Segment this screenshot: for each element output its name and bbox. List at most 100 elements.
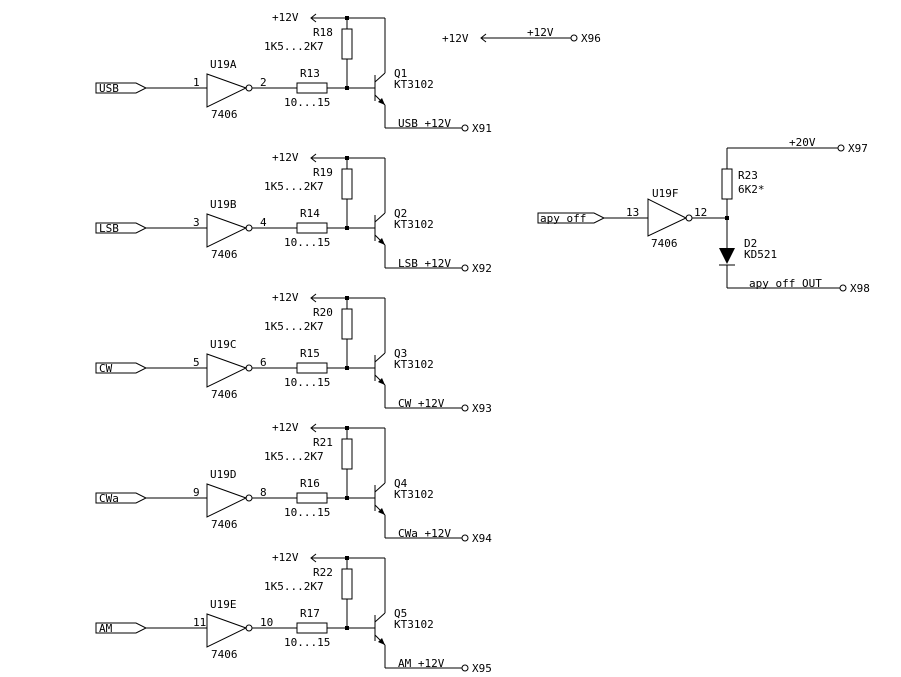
apy-port-flag[interactable] [537, 212, 606, 224]
input-port-label: USB [99, 82, 119, 95]
supply-label: +12V [272, 551, 299, 564]
output-terminal[interactable] [461, 264, 469, 272]
driver-stage-4: AM 11 U19E 7406 10 R17 10...15 R22 1K5..… [95, 551, 492, 675]
inverter-gate [206, 213, 248, 248]
input-port-label: LSB [99, 222, 119, 235]
apy-port-label: apy off [540, 212, 586, 225]
emitter-arrow [378, 98, 385, 105]
apy-output-label: apy off OUT [749, 277, 822, 290]
gate-input-pin: 11 [193, 616, 206, 629]
input-port-flag[interactable] [95, 622, 148, 634]
output-label: LSB +12V [398, 257, 451, 270]
apy-gate-output-pin: 12 [694, 206, 707, 219]
base-resistor-designator: R15 [300, 347, 320, 360]
base-resistor [296, 222, 328, 234]
transistor-type: KT3102 [394, 218, 434, 231]
transistor-designator: Q2 [394, 207, 407, 220]
junction-dot [345, 156, 349, 160]
apy-inverter-gate [647, 198, 688, 237]
power-link: +12V +12V X96 [442, 26, 601, 45]
diode-type: KD521 [744, 248, 777, 261]
apy-resistor-designator: R23 [738, 169, 758, 182]
emitter-arrow [378, 638, 385, 645]
apy-supply-terminal-label: X97 [848, 142, 868, 155]
gate-designator: U19A [210, 58, 237, 71]
emitter-arrow [378, 238, 385, 245]
output-terminal-label: X91 [472, 122, 492, 135]
input-port-flag[interactable] [95, 82, 148, 94]
supply-label: +12V [272, 421, 299, 434]
driver-stage-1: LSB 3 U19B 7406 4 R14 10...15 R19 1K5...… [95, 151, 492, 275]
apy-gate-input-pin: 13 [626, 206, 639, 219]
gate-designator: U19D [210, 468, 237, 481]
base-resistor-designator: R14 [300, 207, 320, 220]
apy-supply-label: +20V [789, 136, 816, 149]
emitter-arrow [378, 508, 385, 515]
gate-input-pin: 5 [193, 356, 200, 369]
transistor-type: KT3102 [394, 488, 434, 501]
transistor-designator: Q3 [394, 347, 407, 360]
supply-label: +12V [272, 151, 299, 164]
base-resistor-value: 10...15 [284, 506, 330, 519]
pullup-resistor [341, 168, 353, 200]
supply-label: +12V [272, 291, 299, 304]
input-port-flag[interactable] [95, 222, 148, 234]
input-port-flag[interactable] [95, 492, 148, 504]
pullup-resistor-designator: R21 [313, 436, 333, 449]
gate-designator: U19C [210, 338, 237, 351]
base-resistor-value: 10...15 [284, 236, 330, 249]
pullup-resistor-designator: R22 [313, 566, 333, 579]
pullup-resistor [341, 28, 353, 60]
output-terminal[interactable] [461, 534, 469, 542]
gate-input-pin: 3 [193, 216, 200, 229]
gate-input-pin: 9 [193, 486, 200, 499]
output-terminal-label: X93 [472, 402, 492, 415]
output-label: USB +12V [398, 117, 451, 130]
output-terminal-label: X92 [472, 262, 492, 275]
pullup-resistor-value: 1K5...2K7 [264, 450, 324, 463]
base-resistor [296, 622, 328, 634]
pullup-resistor [341, 438, 353, 470]
gate-type: 7406 [211, 388, 238, 401]
power-right-label: +12V [527, 26, 554, 39]
input-port-label: CWa [99, 492, 119, 505]
pullup-resistor [341, 568, 353, 600]
gate-input-pin: 1 [193, 76, 200, 89]
inverter-gate [206, 613, 248, 648]
gate-type: 7406 [211, 108, 238, 121]
transistor-type: KT3102 [394, 78, 434, 91]
apy-output-terminal-label: X98 [850, 282, 870, 295]
power-terminal[interactable] [570, 34, 578, 42]
gate-designator: U19E [210, 598, 237, 611]
output-label: CWa +12V [398, 527, 451, 540]
output-terminal[interactable] [461, 664, 469, 672]
input-port-label: CW [99, 362, 113, 375]
power-left-label: +12V [442, 32, 469, 45]
inverter-gate [206, 353, 248, 388]
input-port-label: AM [99, 622, 113, 635]
pullup-resistor-value: 1K5...2K7 [264, 180, 324, 193]
base-resistor-designator: R16 [300, 477, 320, 490]
transistor-type: KT3102 [394, 358, 434, 371]
apy-gate-type: 7406 [651, 237, 678, 250]
diode [719, 248, 735, 264]
driver-stage-3: CWa 9 U19D 7406 8 R16 10...15 R21 1K5...… [95, 421, 492, 545]
inverter-gate [206, 483, 248, 518]
junction-dot [345, 16, 349, 20]
pullup-resistor-designator: R19 [313, 166, 333, 179]
base-resistor [296, 492, 328, 504]
transistor-designator: Q1 [394, 67, 407, 80]
apy-supply-terminal[interactable] [837, 144, 845, 152]
apy-gate-designator: U19F [652, 187, 679, 200]
gate-output-pin: 2 [260, 76, 267, 89]
apy-output-terminal[interactable] [839, 284, 847, 292]
output-terminal-label: X94 [472, 532, 492, 545]
input-port-flag[interactable] [95, 362, 148, 374]
pullup-resistor-value: 1K5...2K7 [264, 320, 324, 333]
output-terminal[interactable] [461, 124, 469, 132]
apy-resistor [721, 168, 733, 200]
apy-resistor-value: 6K2* [738, 183, 765, 196]
output-terminal[interactable] [461, 404, 469, 412]
junction-dot [345, 426, 349, 430]
base-resistor-designator: R13 [300, 67, 320, 80]
